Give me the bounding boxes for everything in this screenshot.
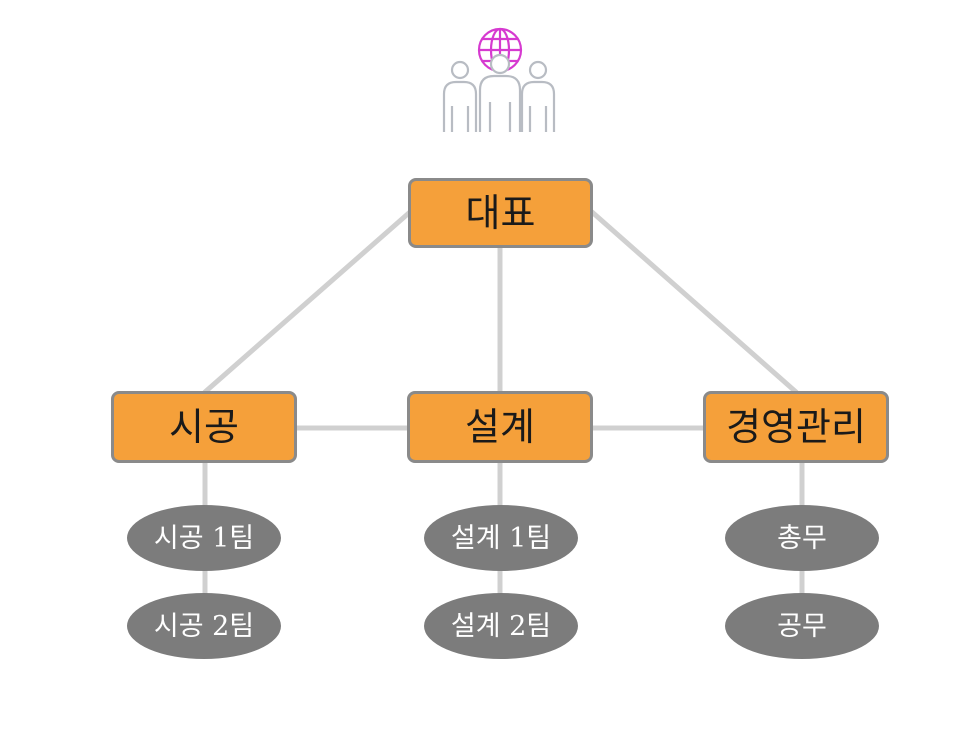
team-oval-design-1: 설계 1팀 bbox=[424, 505, 578, 571]
department-label-design: 설계 bbox=[465, 405, 535, 449]
team-label: 설계 2팀 bbox=[450, 610, 552, 642]
team-label: 시공 1팀 bbox=[153, 522, 255, 554]
team-oval-construction-2: 시공 2팀 bbox=[127, 593, 281, 659]
team-label: 설계 1팀 bbox=[450, 522, 552, 554]
department-box-construction: 시공 bbox=[111, 391, 297, 463]
ceo-box: 대표 bbox=[408, 178, 593, 248]
department-box-management: 경영관리 bbox=[703, 391, 889, 463]
team-label: 총무 bbox=[777, 522, 827, 554]
team-label: 시공 2팀 bbox=[153, 610, 255, 642]
team-label: 공무 bbox=[777, 610, 827, 642]
team-oval-construction-1: 시공 1팀 bbox=[127, 505, 281, 571]
team-oval-design-2: 설계 2팀 bbox=[424, 593, 578, 659]
connector-ceo-construction bbox=[202, 209, 413, 395]
ceo-label: 대표 bbox=[465, 191, 536, 235]
people-globe-icon bbox=[438, 26, 562, 136]
department-label-management: 경영관리 bbox=[726, 405, 866, 449]
department-box-design: 설계 bbox=[407, 391, 593, 463]
department-label-construction: 시공 bbox=[169, 405, 239, 449]
connector-ceo-management bbox=[589, 209, 799, 395]
team-oval-management-2: 공무 bbox=[725, 593, 879, 659]
team-oval-management-1: 총무 bbox=[725, 505, 879, 571]
